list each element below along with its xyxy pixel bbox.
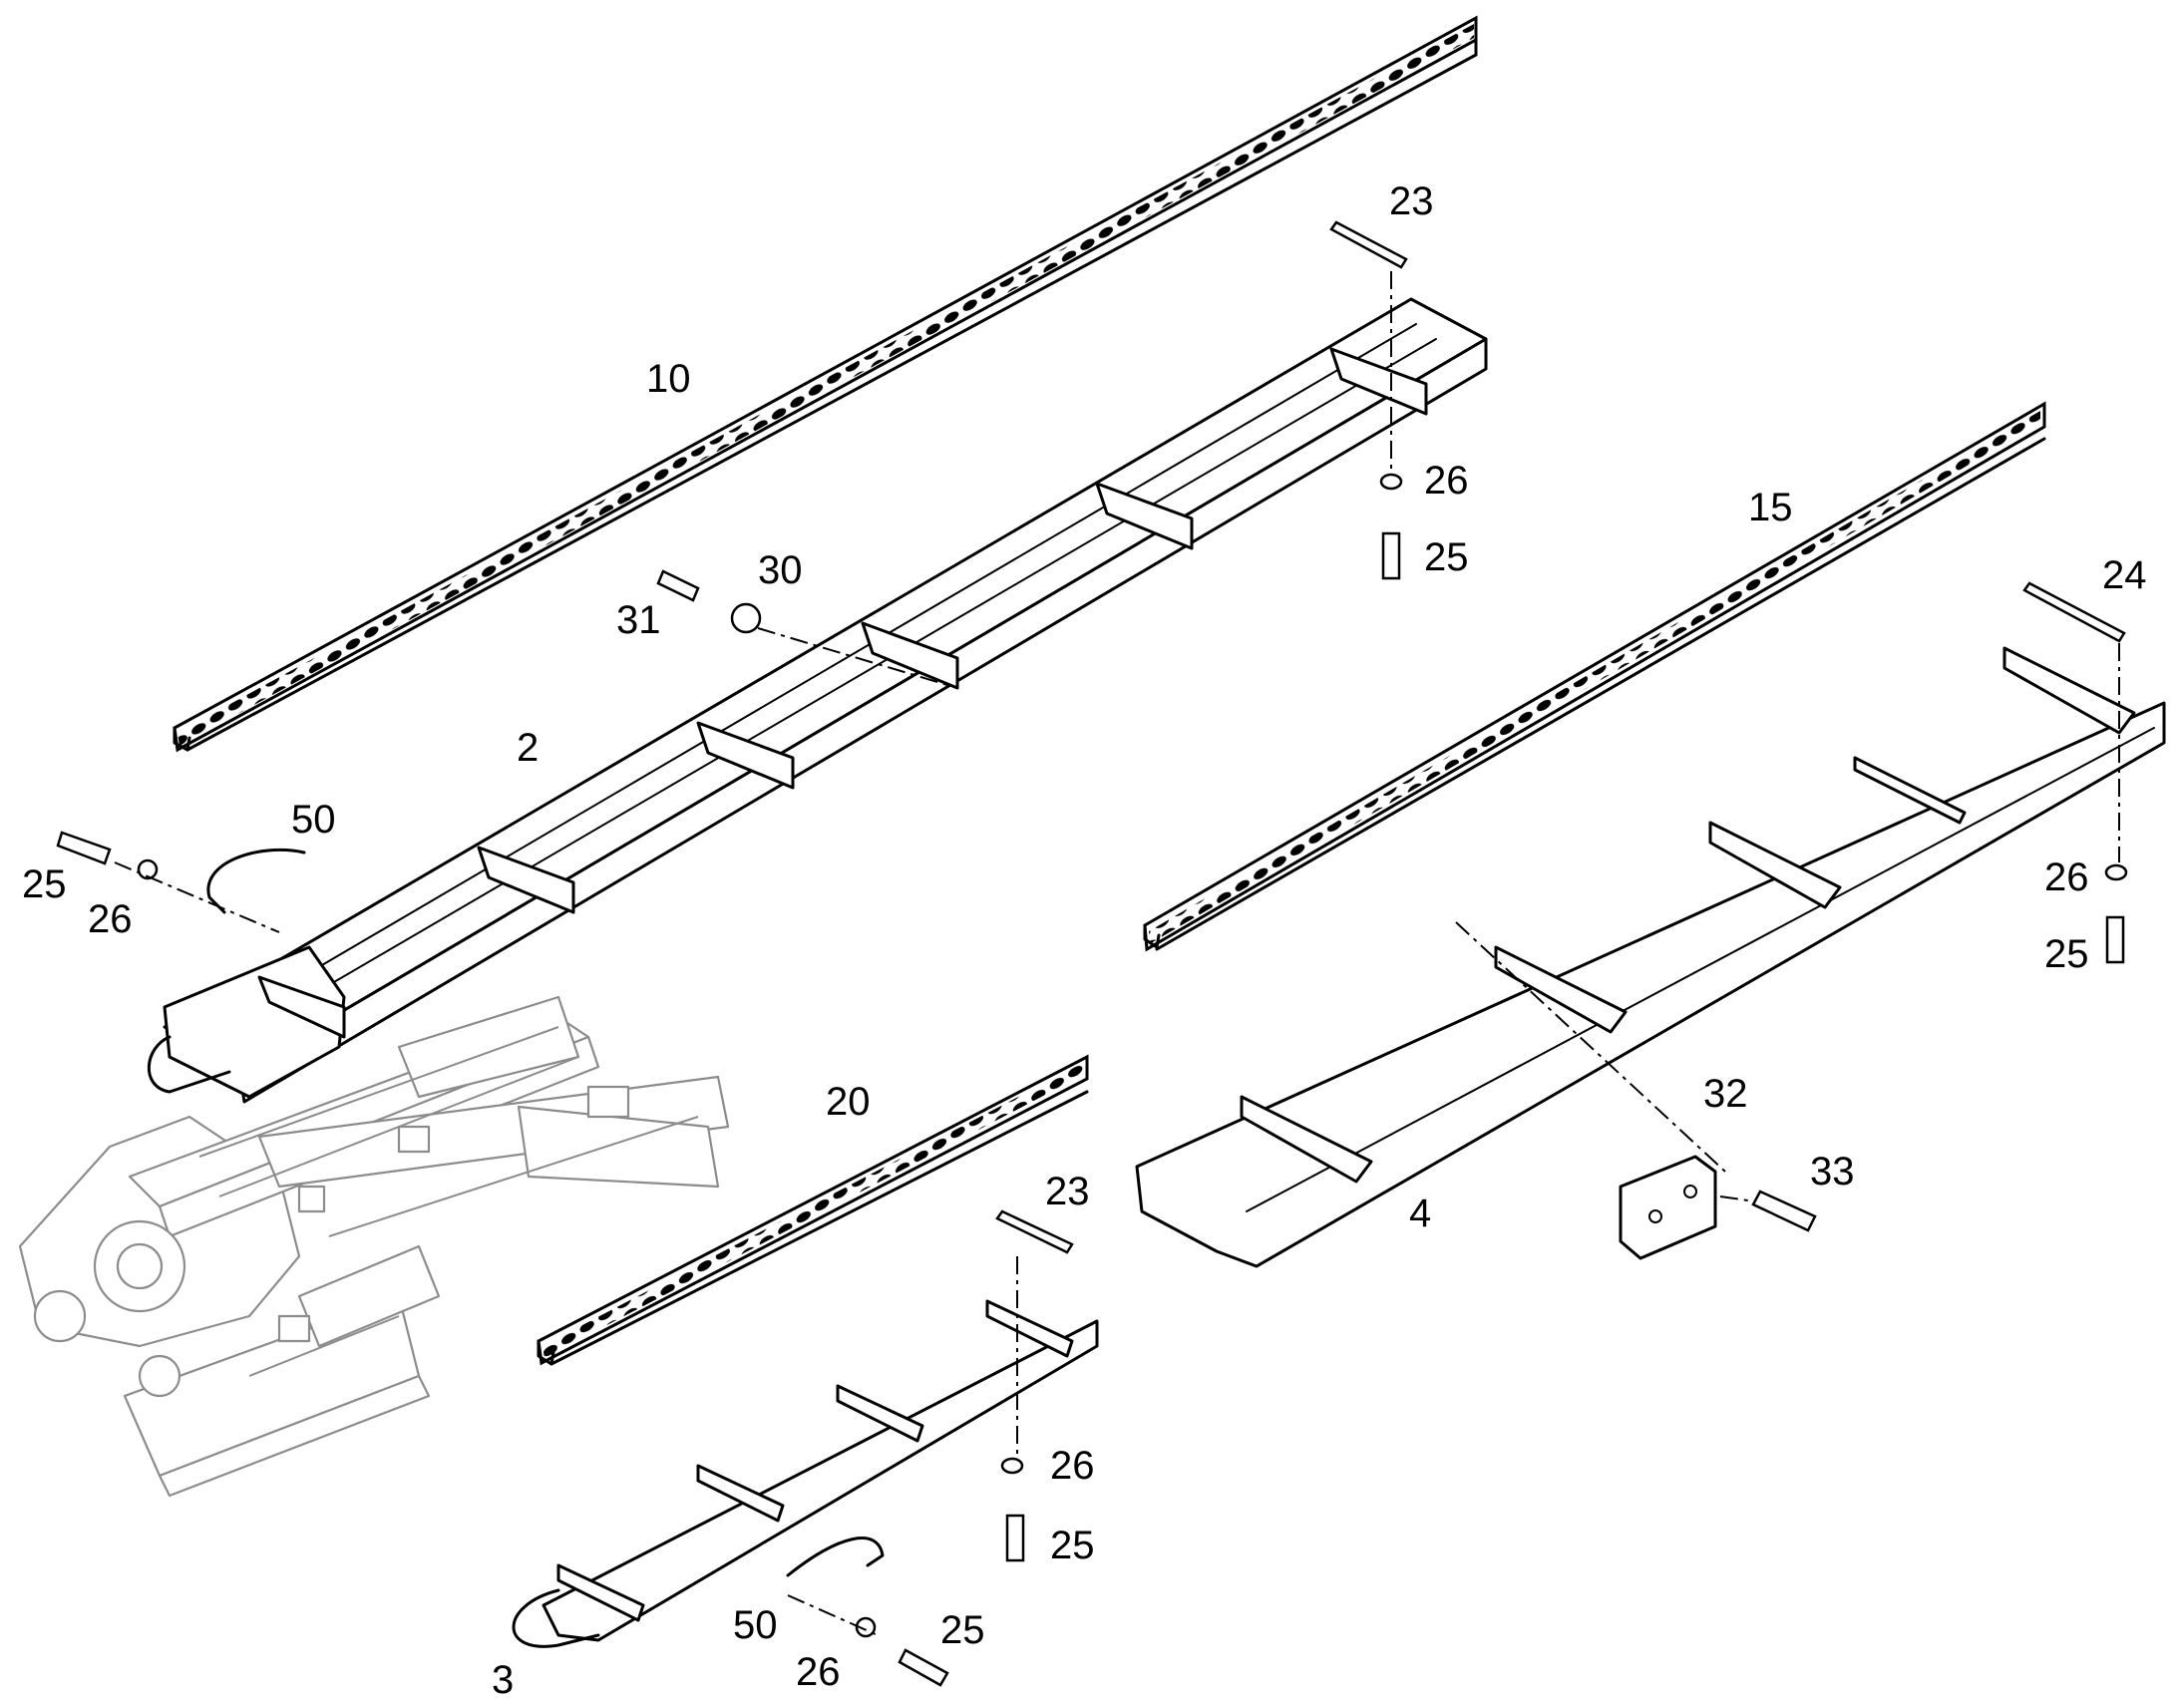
spacer-block-part-32 (1619, 1155, 1717, 1260)
callout-23-top: 23 (1389, 179, 1434, 223)
callout-32: 32 (1703, 1072, 1748, 1116)
callout-3: 3 (492, 1658, 514, 1702)
callout-26-top: 26 (1424, 459, 1469, 503)
callout-26-left: 26 (88, 897, 133, 941)
callout-24: 24 (2102, 553, 2147, 597)
callout-25-top: 25 (1424, 535, 1469, 579)
grating-part-20 (537, 1054, 1089, 1366)
grating-part-10 (173, 15, 1478, 753)
chassis-frame-ghost (18, 995, 730, 1498)
callout-25-left: 25 (22, 862, 67, 906)
callout-20: 20 (826, 1080, 871, 1124)
callout-25-right: 25 (2044, 932, 2089, 976)
callout-31: 31 (616, 598, 661, 642)
leader-lines (114, 271, 2120, 1636)
callout-26-lower: 26 (1050, 1444, 1095, 1488)
callout-23-lower: 23 (1045, 1170, 1090, 1213)
callout-2: 2 (517, 726, 539, 770)
walkway-tray-part-3 (512, 1299, 1099, 1648)
callout-4: 4 (1409, 1192, 1431, 1235)
callout-26-bottom: 26 (796, 1650, 841, 1694)
callout-10: 10 (646, 357, 691, 401)
callout-50-lower: 50 (733, 1603, 778, 1647)
walkway-tray-part-4 (1135, 646, 2166, 1268)
callout-25-lower: 25 (1050, 1524, 1095, 1567)
hardware (56, 220, 2128, 1687)
callout-25-bottom: 25 (940, 1608, 985, 1652)
grating-part-15 (1143, 401, 2046, 952)
callouts: 10 23 26 25 31 30 2 50 25 26 15 24 26 25… (22, 179, 2147, 1702)
callout-50-left: 50 (291, 798, 336, 842)
walkway-beam-part-2 (147, 297, 1488, 1104)
callout-33: 33 (1810, 1150, 1855, 1194)
callout-30: 30 (758, 548, 803, 592)
callout-26-right: 26 (2044, 855, 2089, 899)
callout-15: 15 (1748, 486, 1793, 529)
